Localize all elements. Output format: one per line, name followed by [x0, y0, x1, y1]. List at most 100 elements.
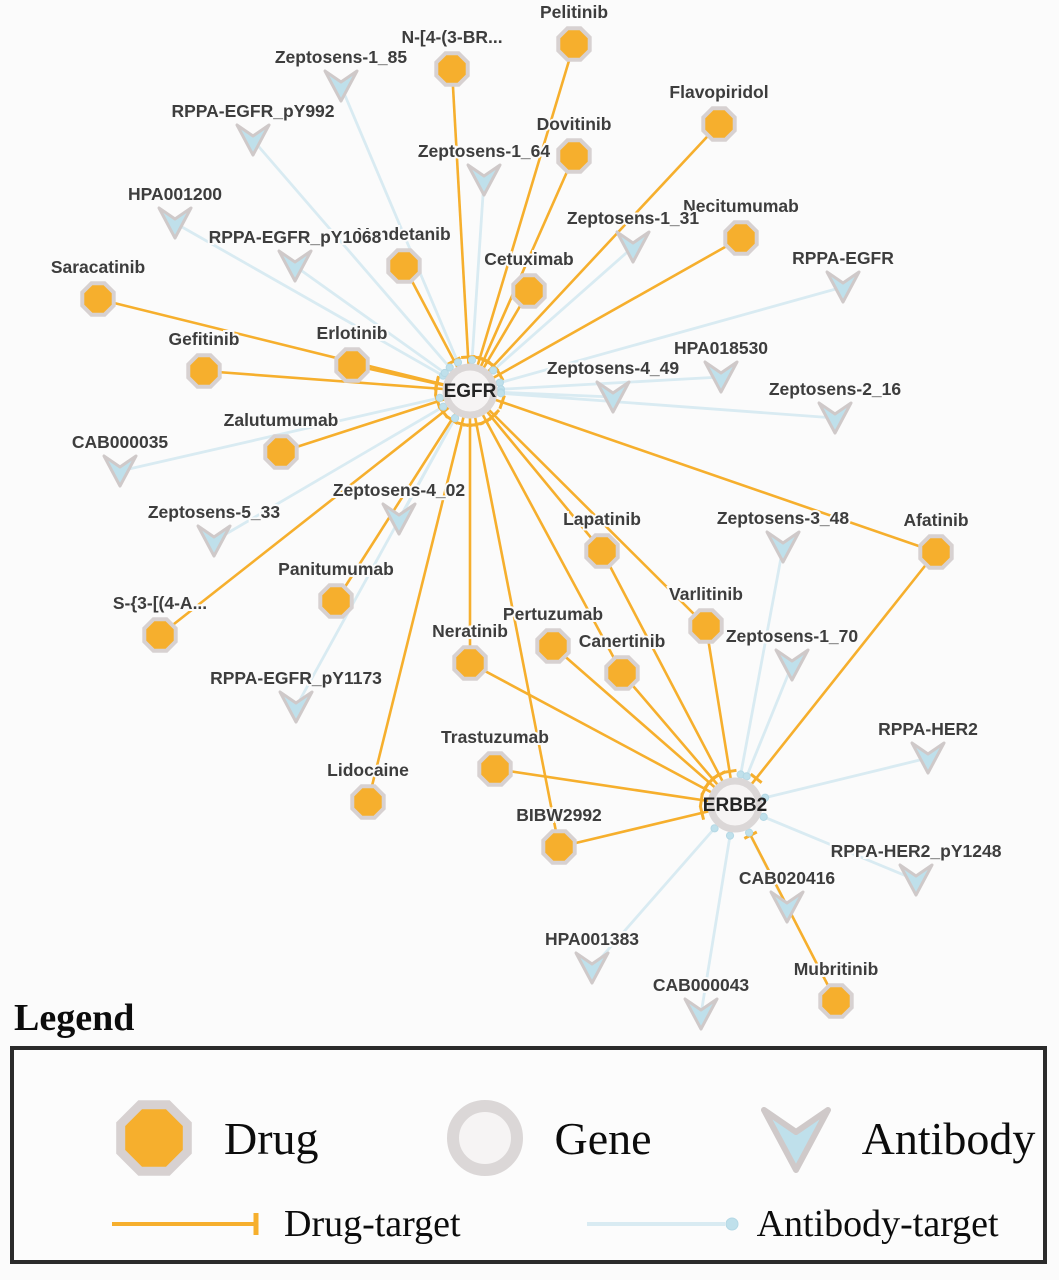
drug-node-s3_4a[interactable]: S-{3-[(4-A... — [111, 591, 209, 653]
antibody-edge-dot — [710, 824, 719, 833]
antibody-node-rppa_egfr_py992[interactable]: RPPA-EGFR_pY992 — [169, 99, 337, 157]
node-label: Gefitinib — [169, 329, 240, 349]
drug-octagon-icon — [918, 534, 954, 570]
drug-target-edge — [468, 43, 576, 392]
antibody-node-zeptosens_1_85[interactable]: Zeptosens-1_85 — [273, 45, 409, 103]
antibody-edge-dot — [440, 368, 449, 378]
antibody-node-zeptosens_5_33[interactable]: Zeptosens-5_33 — [146, 500, 282, 558]
antibody-chevron-icon — [466, 163, 502, 197]
drug-octagon-icon — [116, 1100, 192, 1176]
node-label: CAB000043 — [653, 975, 750, 995]
antibody-node-hpa018530[interactable]: HPA018530 — [672, 336, 770, 394]
drug-node-neratinib[interactable]: Neratinib — [430, 619, 510, 681]
drug-node-n4_3br[interactable]: N-[4-(3-BR... — [399, 25, 505, 87]
node-label: Canertinib — [579, 631, 666, 651]
drug-node-vandetanib[interactable]: Vandetanib — [355, 222, 453, 284]
node-label: Zalutumumab — [224, 410, 339, 430]
antibody-node-cab020416[interactable]: CAB020416 — [737, 866, 837, 924]
gene-node-egfr[interactable]: EGFR — [442, 363, 498, 419]
drug-node-erlotinib[interactable]: Erlotinib — [315, 321, 389, 383]
node-label: Zeptosens-4_02 — [333, 480, 466, 500]
drug-node-saracatinib[interactable]: Saracatinib — [49, 255, 147, 317]
antibody-target-edge — [469, 285, 844, 393]
drug-node-mubritinib[interactable]: Mubritinib — [792, 957, 880, 1019]
node-label: CAB020416 — [739, 868, 836, 888]
antibody-edge-dot — [435, 393, 444, 403]
legend-item-antibody-label: Antibody — [861, 1112, 1036, 1164]
antibody-node-zeptosens_3_48[interactable]: Zeptosens-3_48 — [715, 506, 851, 564]
node-label: RPPA-EGFR_pY992 — [171, 101, 334, 121]
antibody-chevron-icon — [157, 206, 193, 240]
antibody-node-rppa_egfr[interactable]: RPPA-EGFR — [790, 246, 896, 304]
antibody-chevron-icon — [381, 502, 417, 536]
antibody-chevron-icon — [760, 1107, 831, 1173]
drug-node-necitumumab[interactable]: Necitumumab — [681, 194, 801, 256]
node-label: Lidocaine — [327, 760, 409, 780]
antibody-node-hpa001200[interactable]: HPA001200 — [126, 182, 224, 240]
legend-item-drug: Drug — [110, 1094, 319, 1182]
legend-item-drug-target-label: Drug-target — [284, 1203, 461, 1245]
legend-item-antibody: Antibody — [756, 1096, 1036, 1180]
node-label: HPA018530 — [674, 338, 768, 358]
antibody-edge-dot — [759, 812, 768, 821]
drug-octagon-icon — [186, 353, 222, 389]
antibody-node-rppa_egfr_py1173[interactable]: RPPA-EGFR_pY1173 — [208, 666, 384, 724]
node-label: Pelitinib — [540, 2, 608, 22]
gene-node-erbb2[interactable]: ERBB2 — [703, 777, 767, 833]
drug-node-flavopiridol[interactable]: Flavopiridol — [667, 80, 771, 142]
drug-node-bibw2992[interactable]: BIBW2992 — [514, 803, 604, 865]
drug-node-panitumumab[interactable]: Panitumumab — [276, 557, 396, 619]
drug-node-canertinib[interactable]: Canertinib — [577, 629, 667, 691]
drug-node-afatinib[interactable]: Afatinib — [901, 508, 971, 570]
drug-node-varlitinib[interactable]: Varlitinib — [667, 582, 745, 644]
drug-node-pertuzumab[interactable]: Pertuzumab — [501, 602, 605, 664]
drug-target-edge — [469, 661, 736, 807]
antibody-chevron-icon — [774, 648, 810, 682]
antibody-node-zeptosens_1_64[interactable]: Zeptosens-1_64 — [416, 139, 552, 197]
drug-node-pelitinib[interactable]: Pelitinib — [538, 0, 610, 62]
drug-target-edge — [558, 803, 736, 849]
drug-node-lapatinib[interactable]: Lapatinib — [561, 507, 643, 569]
antibody-node-zeptosens_1_70[interactable]: Zeptosens-1_70 — [724, 624, 860, 682]
antibody-node-cab000035[interactable]: CAB000035 — [70, 430, 170, 488]
antibody-target-edge — [469, 375, 722, 393]
drug-edge-inhibit-tick — [498, 394, 506, 410]
antibody-chevron-icon — [102, 454, 138, 488]
drug-octagon-icon — [318, 583, 354, 619]
antibody-node-rppa_egfr_py1068[interactable]: RPPA-EGFR_pY1068 — [207, 225, 384, 283]
antibody-node-rppa_her2[interactable]: RPPA-HER2 — [876, 717, 980, 775]
drug-target-edge — [468, 390, 561, 848]
drug-node-dovitinib[interactable]: Dovitinib — [535, 112, 613, 174]
drug-target-edge-icon — [112, 1213, 259, 1235]
antibody-node-zeptosens_1_31[interactable]: Zeptosens-1_31 — [565, 206, 701, 264]
node-label: Neratinib — [432, 621, 508, 641]
antibody-node-zeptosens_4_02[interactable]: Zeptosens-4_02 — [331, 478, 467, 536]
drug-octagon-icon — [556, 26, 592, 62]
drug-node-zalutumumab[interactable]: Zalutumumab — [222, 408, 340, 470]
antibody-node-cab000043[interactable]: CAB000043 — [651, 973, 751, 1031]
drug-node-gefitinib[interactable]: Gefitinib — [167, 327, 241, 389]
gene-circle-icon — [707, 777, 763, 833]
antibody-edge-dot — [761, 793, 770, 802]
node-label: Zeptosens-1_85 — [275, 47, 408, 67]
drug-node-lidocaine[interactable]: Lidocaine — [325, 758, 411, 820]
drug-target-edge — [366, 390, 472, 803]
antibody-node-zeptosens_2_16[interactable]: Zeptosens-2_16 — [767, 377, 903, 435]
drug-octagon-icon — [604, 655, 640, 691]
antibody-target-edge — [294, 390, 472, 708]
node-label: CAB000035 — [72, 432, 169, 452]
drug-node-trastuzumab[interactable]: Trastuzumab — [439, 725, 551, 787]
antibody-node-rppa_her2_py1248[interactable]: RPPA-HER2_pY1248 — [829, 839, 1004, 897]
drug-node-cetuximab[interactable]: Cetuximab — [482, 247, 576, 309]
antibody-target-edge — [213, 389, 471, 543]
drug-target-edge — [334, 390, 472, 602]
node-label: S-{3-[(4-A... — [113, 593, 207, 613]
antibody-target-edge — [119, 389, 471, 473]
legend-item-drug-target: Drug-target — [110, 1202, 461, 1246]
antibody-node-zeptosens_4_49[interactable]: Zeptosens-4_49 — [545, 356, 681, 414]
node-label: BIBW2992 — [516, 805, 602, 825]
antibody-node-hpa001383[interactable]: HPA001383 — [543, 927, 641, 985]
node-label: Mubritinib — [794, 959, 879, 979]
node-label: Zeptosens-4_49 — [547, 358, 680, 378]
